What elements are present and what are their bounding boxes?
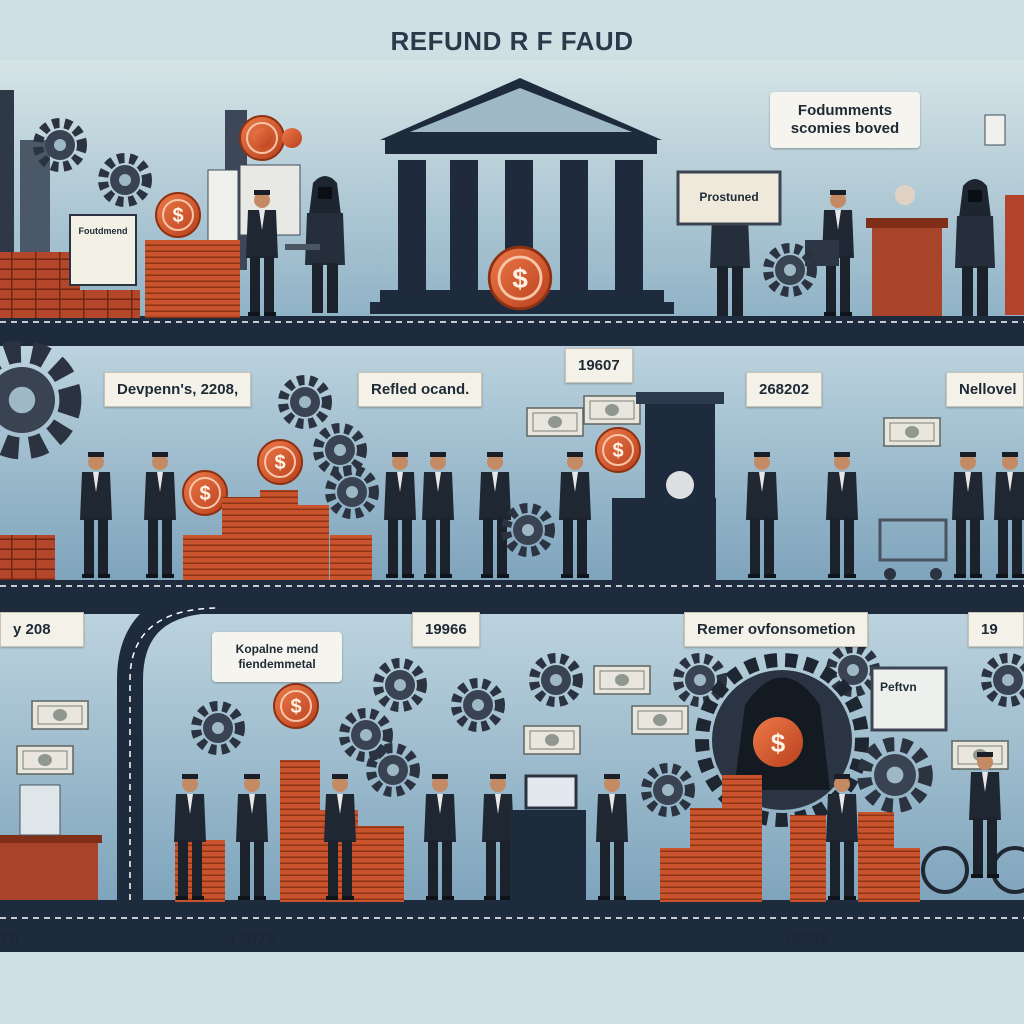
timeline-label-4: 268202 (746, 372, 823, 407)
speech-bubble-line-2: scomies boved (790, 120, 900, 137)
timeline-label-7: 19966 (412, 612, 480, 647)
timeline-year-3: 19232 (782, 930, 830, 949)
timeline-year-1: 76 (0, 930, 19, 949)
speech-bubble-line-1: Fodumments (797, 102, 893, 119)
svg-text:$: $ (771, 728, 786, 758)
timeline-label-9: 19 (968, 612, 1024, 647)
sign-top-center-text: Prostuned (699, 190, 759, 204)
timeline-label-8: Remer ovfonsometion (684, 612, 869, 647)
speech-bubble-row3-line-1: Kopalne mend (235, 642, 319, 656)
speech-bubble-row3: Kopalne mend fiendemmetal (212, 632, 342, 682)
timeline-label-2: Refled ocand. (358, 372, 483, 407)
timeline-label-5: Nellovel (946, 372, 1024, 407)
timeline-year-2: 12072 (228, 930, 276, 949)
sign-top-left (69, 214, 137, 286)
timeline-label-1: Devpenn's, 2208, (104, 372, 252, 407)
sign-top-center (676, 170, 782, 226)
page-title: REFUND R F FAUD (390, 26, 634, 56)
sign-bottom-right (870, 666, 948, 732)
timeline-label-3: 19607 (565, 348, 633, 383)
speech-bubble-top-right: Fodumments scomies boved (770, 92, 920, 148)
timeline-label-6: y 208 (0, 612, 84, 647)
sign-top-left-text: Foutdmend (78, 226, 128, 236)
speech-bubble-row3-line-2: fiendemmetal (238, 657, 316, 671)
sign-bottom-right-text: Peftvn (880, 680, 917, 694)
